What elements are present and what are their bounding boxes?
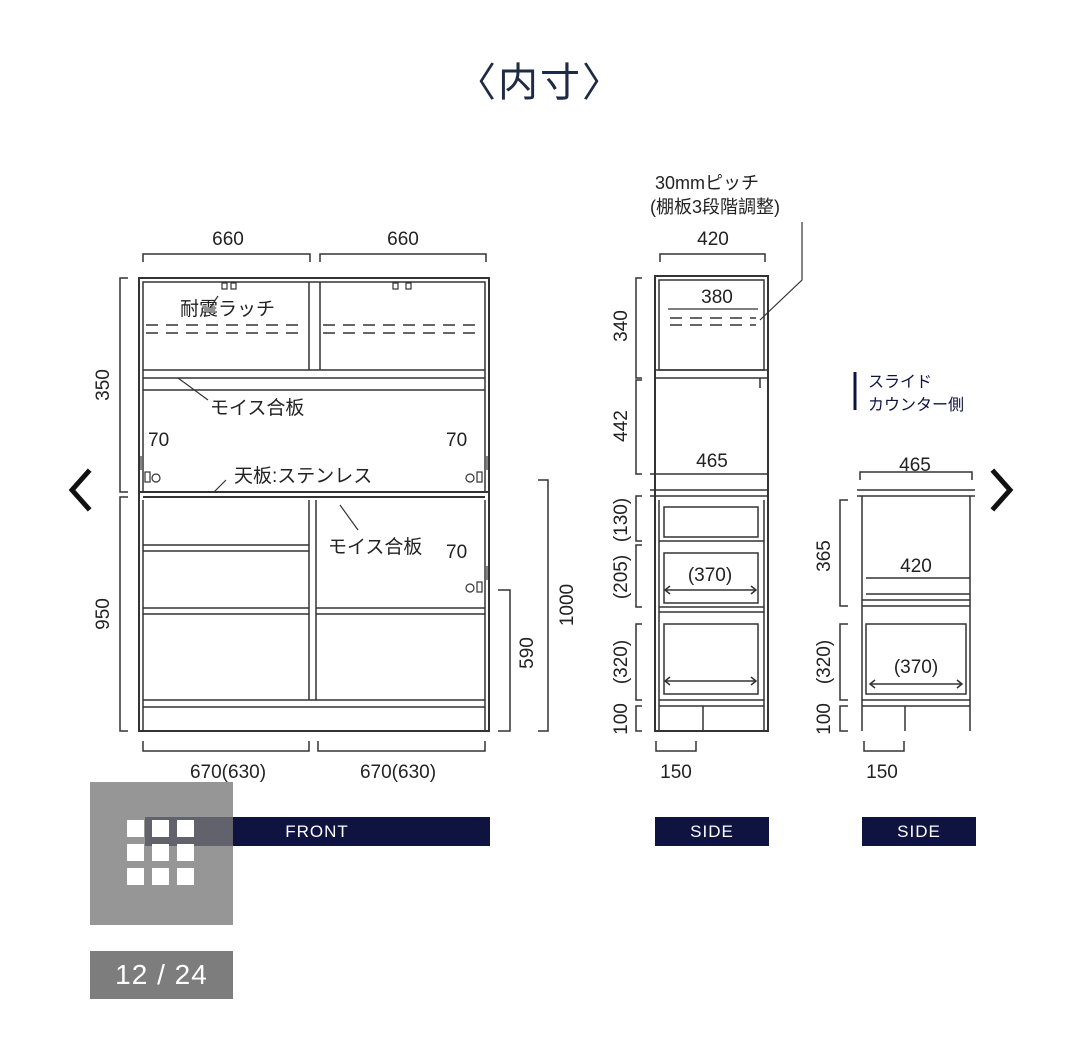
side2-label-bar [862,817,976,846]
dim-660-left: 660 [212,229,244,250]
dim-420-side2: 420 [900,556,932,577]
dim-370-side2: (370) [894,657,938,678]
pitch-note-2: (棚板3段階調整) [650,197,780,217]
dim-1000: 1000 [557,584,578,626]
chevron-left-icon [68,468,92,512]
chevron-right-icon [990,468,1014,512]
moise-label-lower: モイス合板 [328,536,422,558]
dim-150-side2: 150 [866,762,898,783]
dim-150-side1: 150 [660,762,692,783]
dim-70-left: 70 [148,430,169,451]
dim-205: (205) [611,555,632,599]
dim-420-side1: 420 [697,229,729,250]
dim-380: 380 [701,287,733,308]
front-label: FRONT [285,822,349,841]
dim-350: 350 [93,369,114,401]
image-counter: 12 / 24 [90,951,233,999]
dim-465-side1: 465 [696,451,728,472]
dim-100-side2: 100 [814,703,835,735]
pitch-note-1: 30mmピッチ [655,173,759,193]
next-button[interactable] [982,462,1022,518]
dim-660-right: 660 [387,229,419,250]
dim-70-right: 70 [446,430,467,451]
top-plate-label: 天板:ステンレス [234,465,372,487]
thumbnail-grid-button[interactable] [90,782,233,925]
dim-340: 340 [611,310,632,342]
page-title: 〈内寸〉 [456,60,624,105]
dim-370-side1: (370) [688,565,732,586]
dim-320-side2: (320) [814,640,835,684]
moise-label-upper: モイス合板 [210,397,304,419]
slide-caption-1: スライド [868,374,932,391]
dim-465-side2: 465 [899,455,931,476]
dim-950: 950 [93,598,114,630]
dim-320-side1: (320) [611,640,632,684]
dim-442: 442 [611,410,632,442]
prev-button[interactable] [60,462,100,518]
dim-365: 365 [814,540,835,572]
dim-670-right: 670(630) [360,762,436,783]
side2-label: SIDE [897,822,941,841]
dim-670-left: 670(630) [190,762,266,783]
latch-label: 耐震ラッチ [180,298,275,320]
dim-70-lower: 70 [446,542,467,563]
side1-label-bar [655,817,769,846]
dim-130: (130) [611,498,632,542]
slide-caption-2: カウンター側 [868,396,964,414]
dim-590: 590 [517,637,538,669]
side1-label: SIDE [690,822,734,841]
dim-100-side1: 100 [611,703,632,735]
